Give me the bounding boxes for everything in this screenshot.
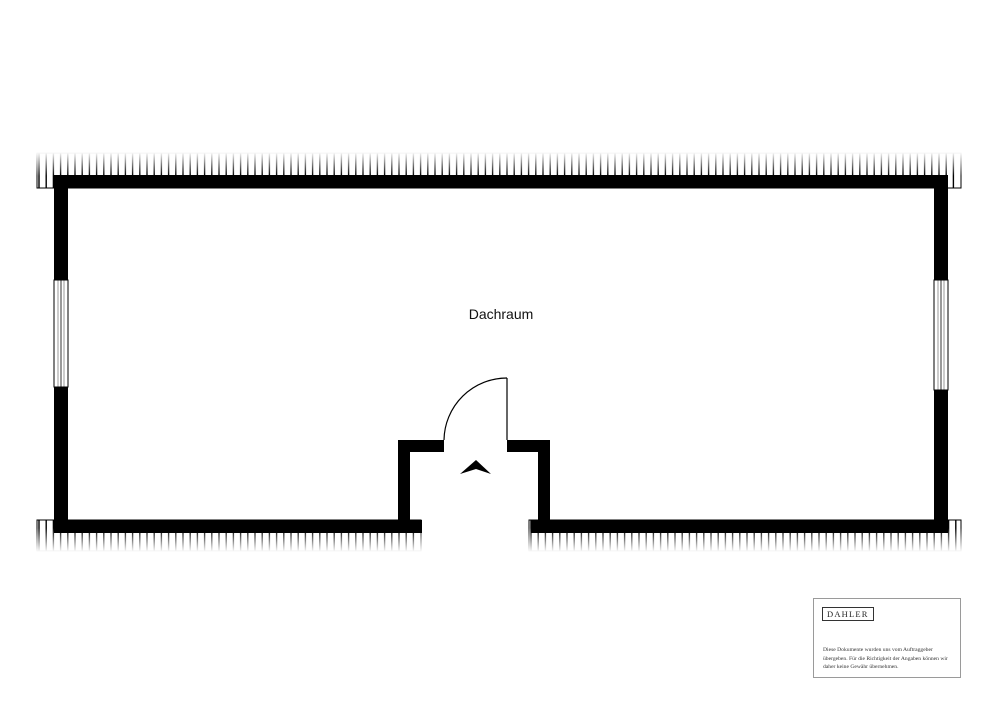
walls — [54, 175, 948, 533]
window-left — [53, 279, 69, 388]
wall-alcove-right-top — [507, 440, 550, 452]
window-right — [933, 279, 949, 391]
wall-right-lower — [934, 390, 948, 533]
door-swing-icon — [443, 377, 508, 441]
wall-left-upper — [54, 175, 68, 280]
wall-alcove-right-vertical — [538, 440, 550, 533]
wall-top — [54, 175, 948, 188]
entrance-arrow-icon — [460, 460, 491, 474]
disclaimer-box: DAHLER Diese Dokumente wurden uns vom Au… — [813, 598, 961, 678]
wall-right-upper — [934, 175, 948, 280]
wall-alcove-left-vertical — [398, 440, 410, 533]
wall-bottom-left — [54, 520, 422, 533]
wall-left-lower — [54, 387, 68, 533]
hatch-fade-top — [36, 152, 962, 176]
disclaimer-text: Diese Dokumente wurden uns vom Auftragge… — [823, 647, 948, 671]
wall-alcove-left-top — [398, 440, 444, 452]
wall-bottom-right — [531, 520, 948, 533]
room-label-dachraum: Dachraum — [469, 306, 534, 322]
brand-logo: DAHLER — [822, 607, 874, 621]
